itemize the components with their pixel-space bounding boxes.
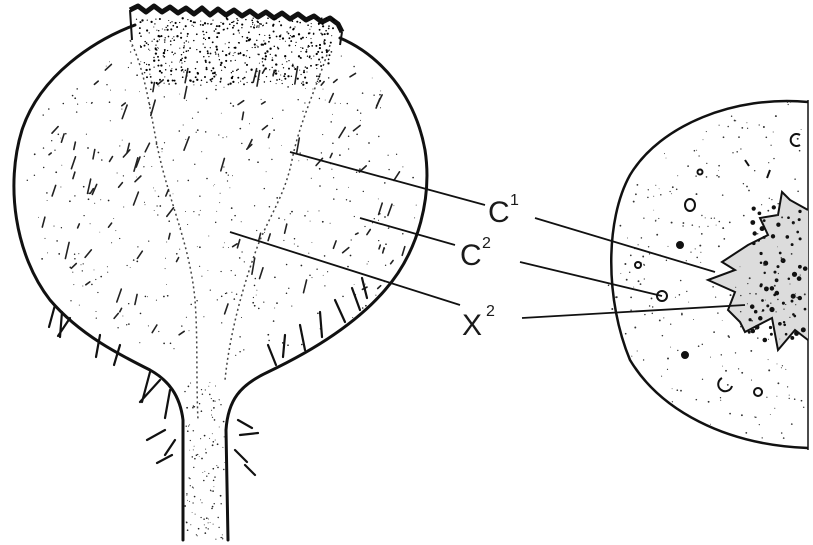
label-c2: C 2	[460, 235, 491, 272]
leader-x2-left	[230, 232, 460, 305]
transverse-section	[608, 100, 808, 450]
leader-x2-right	[522, 305, 745, 318]
tissue-stipple	[27, 45, 417, 540]
label-c1: C 1	[488, 192, 519, 229]
lateral-rootlets	[49, 278, 367, 475]
label-c1-sup: 1	[510, 192, 519, 209]
internal-strands	[42, 64, 405, 334]
central-cylinder	[130, 40, 330, 420]
longitudinal-view	[14, 6, 427, 540]
label-c2-letter: C	[460, 239, 482, 272]
label-c2-sup: 2	[482, 235, 491, 252]
stipple-cap	[136, 17, 335, 86]
leader-c2-left	[360, 218, 455, 245]
leader-c1-left	[290, 152, 485, 205]
body-outline	[14, 25, 427, 540]
label-x2-sup: 2	[486, 303, 495, 320]
label-x2-letter: X	[462, 309, 482, 342]
cut-surface-edge	[130, 6, 342, 32]
label-c1-letter: C	[488, 196, 510, 229]
label-x2: X 2	[462, 303, 495, 342]
